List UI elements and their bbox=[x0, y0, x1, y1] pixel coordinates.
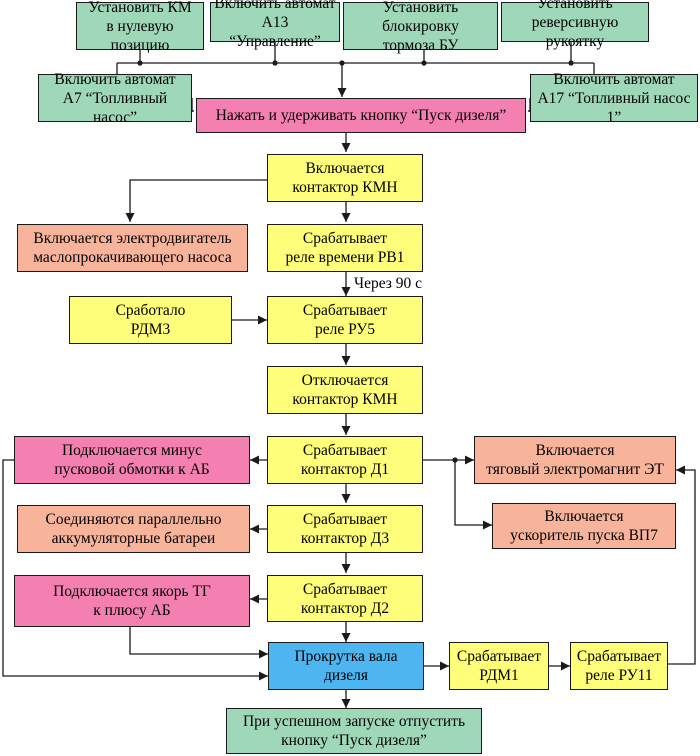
step-set-reverse-handle: Установить реверсивную рукоятку bbox=[501, 0, 649, 50]
delay-label: Через 90 с bbox=[354, 275, 423, 292]
step-release-button: При успешном запуске отпустить кнопку “П… bbox=[226, 708, 482, 754]
step-crank-shaft: Прокрутка вала дизеля bbox=[268, 642, 424, 690]
step-enable-a17: Включить автомат А17 “Топливный насос 1” bbox=[530, 71, 698, 126]
step-tg-anchor-plus: Подключается якорь ТГ к плюсу АБ bbox=[14, 575, 250, 627]
step-et-on: Включается тяговый электромагнит ЭТ bbox=[474, 436, 676, 484]
step-minus-start-winding: Подключается минус пусковой обмотки к АБ bbox=[14, 436, 250, 484]
step-set-brake-lock: Установить блокировку тормоза БУ bbox=[343, 0, 498, 54]
step-rv1: Срабатывает реле времени РВ1 bbox=[267, 224, 423, 272]
step-kmn-off: Отключается контактор КМН bbox=[267, 366, 423, 414]
step-rdm3: Сработало РДМ3 bbox=[69, 296, 232, 344]
step-ru5: Срабатывает реле РУ5 bbox=[267, 296, 423, 344]
step-ru11: Срабатывает реле РУ11 bbox=[570, 642, 668, 690]
junction-dots bbox=[137, 60, 574, 463]
step-d1: Срабатывает контактор Д1 bbox=[267, 436, 423, 484]
step-oil-pump-motor-on: Включается электродвигатель маслопрокачи… bbox=[17, 224, 248, 272]
step-batteries-parallel: Соединяются параллельно аккумуляторные б… bbox=[17, 505, 250, 553]
step-enable-a13: Включить автомат А13 “Управление” bbox=[210, 0, 340, 50]
step-press-start: Нажать и удерживать кнопку “Пуск дизеля” bbox=[196, 98, 526, 133]
step-rdm1: Срабатывает РДМ1 bbox=[449, 642, 549, 690]
step-vp7-on: Включается ускоритель пуска ВП7 bbox=[492, 503, 676, 549]
step-enable-a7: Включить автомат А7 “Топливный насос” bbox=[38, 71, 192, 126]
step-d2: Срабатывает контактор Д2 bbox=[267, 575, 423, 622]
step-set-km-zero: Установить КМ в нулевую позицию bbox=[76, 0, 204, 54]
step-kmn-on: Включается контактор КМН bbox=[267, 154, 423, 202]
step-d3: Срабатывает контактор Д3 bbox=[267, 505, 423, 553]
